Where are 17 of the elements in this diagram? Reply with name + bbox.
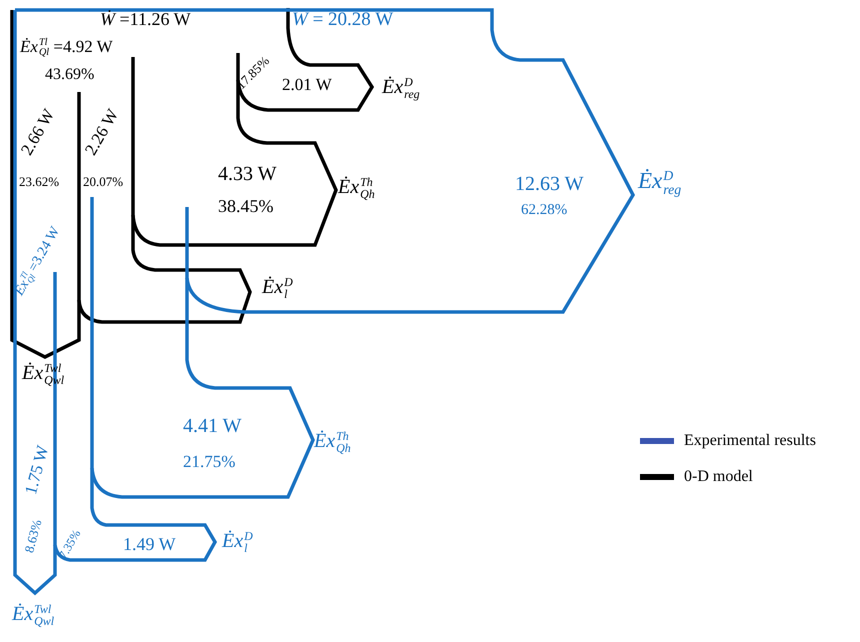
value-label: 43.69% <box>45 66 94 84</box>
value-label: 1.49 W <box>123 535 176 555</box>
value-label: 8.63% <box>22 518 45 554</box>
value-label: 62.28% <box>521 202 568 218</box>
value-label: 20.07% <box>83 175 124 190</box>
value-label: 4.33 W <box>218 163 277 185</box>
legend-label: 0-D model <box>684 468 753 486</box>
legend-label: Experimental results <box>684 432 816 450</box>
value-label: 21.75% <box>183 453 236 472</box>
value-label: 23.62% <box>19 175 60 190</box>
value-label: 38.45% <box>218 197 274 217</box>
value-label: 4.41 W <box>183 415 242 437</box>
value-label: Ẇ =11.26 W <box>100 10 191 30</box>
value-label: Ėx$^{Tl}$$_{Ql}$ =4.92 W <box>20 38 113 58</box>
value-label: 2.01 W <box>282 76 332 95</box>
value-label: 12.63 W <box>515 173 584 195</box>
value-label: 1.75 W <box>22 444 53 497</box>
